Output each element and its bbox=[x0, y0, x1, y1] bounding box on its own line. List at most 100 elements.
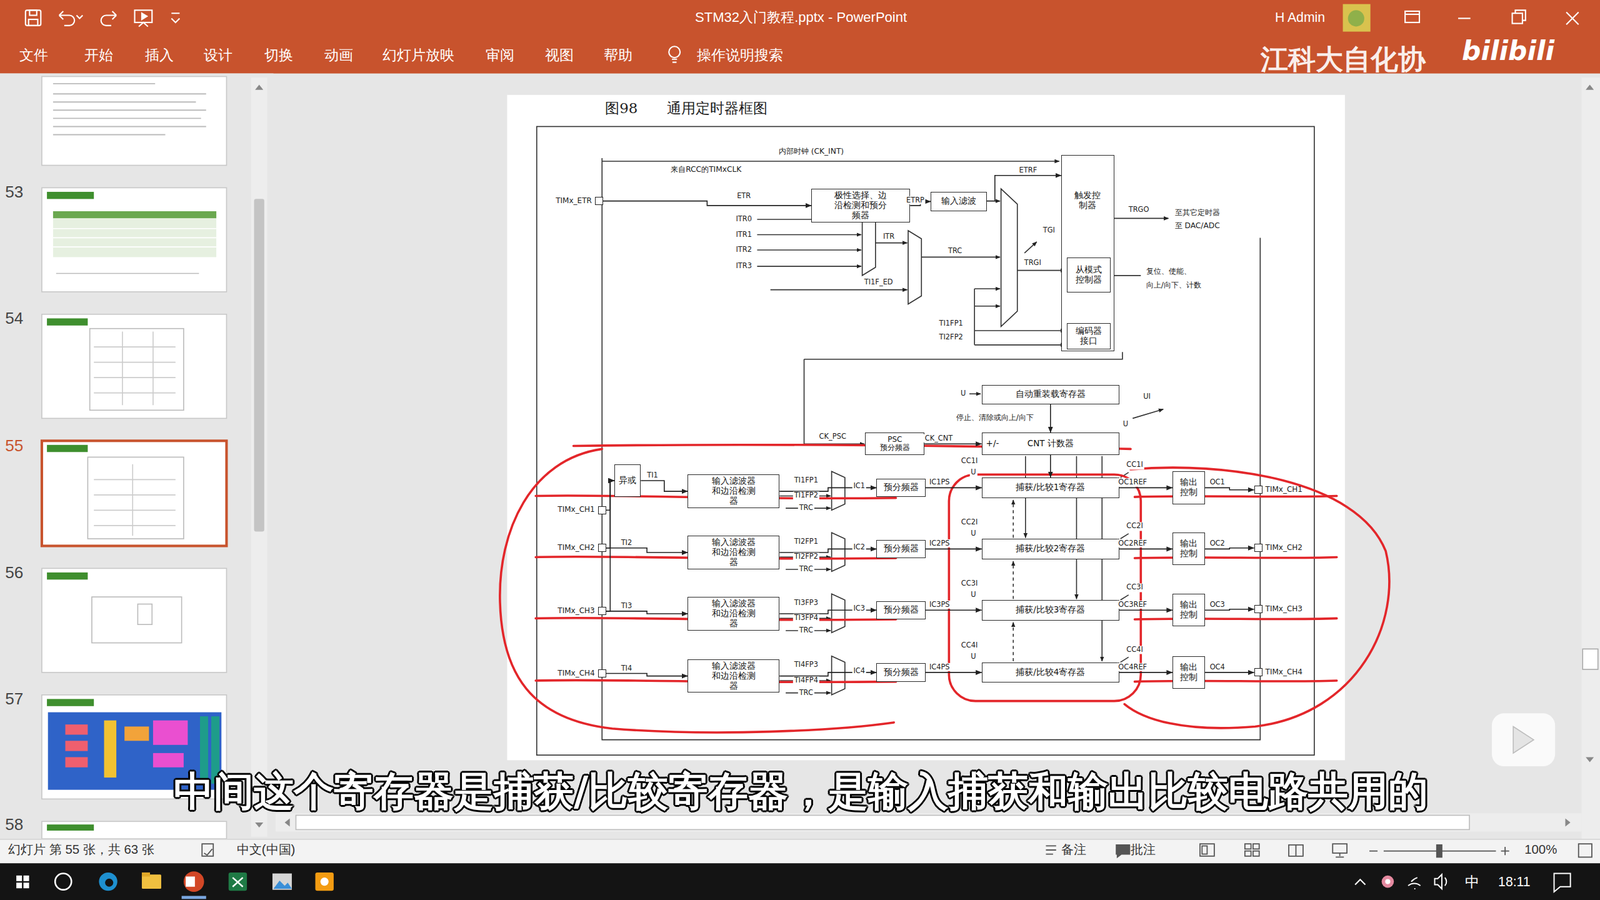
diagram-frame bbox=[536, 126, 1315, 755]
taskbar bbox=[320, 877, 329, 886]
connector-label: OC3 bbox=[1208, 600, 1227, 609]
status-icons bbox=[1332, 843, 1347, 854]
block-box: 预分频器 bbox=[876, 601, 925, 620]
taskbar bbox=[232, 877, 243, 887]
signal-label: U bbox=[969, 529, 977, 538]
video-play-overlay bbox=[1513, 726, 1534, 753]
toolbar-icons bbox=[171, 13, 180, 23]
box-text: CNT 计数器 bbox=[1027, 438, 1074, 449]
slide-thumbnails bbox=[0, 73, 274, 839]
signal-wires bbox=[756, 234, 862, 236]
ui-label: H Admin bbox=[1275, 10, 1325, 25]
taskbar bbox=[16, 875, 22, 882]
connector bbox=[924, 443, 982, 445]
box-text: 输入滤波器和边沿检测器 bbox=[707, 537, 760, 568]
signal-label: ITR1 bbox=[734, 230, 754, 239]
signal-label: TRGI bbox=[1023, 259, 1043, 268]
status-icons bbox=[1288, 845, 1304, 857]
block-box: PSC预分频器 bbox=[865, 432, 925, 455]
box-text: +/- bbox=[986, 438, 1000, 449]
ui-label: 中 bbox=[1465, 873, 1480, 890]
taskbar bbox=[55, 873, 72, 890]
box-text: 触发控制器 bbox=[1074, 190, 1102, 211]
taskbar bbox=[315, 872, 334, 891]
slide-thumbnails bbox=[46, 318, 88, 325]
ui-label: 53 bbox=[5, 182, 24, 202]
slide-thumbnails bbox=[254, 198, 265, 532]
slide-thumbnails bbox=[41, 76, 227, 165]
signal-label: CC2I bbox=[1125, 522, 1145, 531]
pin-terminal: TIMx_CH1 bbox=[598, 506, 607, 515]
taskbar bbox=[1381, 875, 1395, 889]
window-buttons bbox=[1512, 13, 1523, 24]
connector bbox=[606, 673, 689, 677]
connector bbox=[1119, 671, 1173, 674]
connector-label: OC3REF bbox=[1116, 600, 1149, 609]
taskbar bbox=[141, 874, 162, 889]
taskbar bbox=[272, 873, 292, 890]
connector-label: TI2 bbox=[620, 538, 634, 547]
connector-label: IC1 bbox=[851, 481, 867, 490]
ui-label: 100% bbox=[1524, 842, 1557, 857]
window-buttons bbox=[1515, 10, 1525, 20]
lightbulb-icon bbox=[671, 59, 677, 63]
pin-label: TIMx_ETR bbox=[555, 196, 592, 205]
status-icons bbox=[204, 848, 213, 855]
ui-label: 58 bbox=[5, 815, 24, 834]
signal-wires bbox=[756, 249, 862, 251]
slide-thumbnails bbox=[53, 228, 217, 247]
block-box: 捕获/比较3寄存器 bbox=[981, 600, 1120, 621]
window-buttons bbox=[1566, 12, 1579, 25]
taskbar bbox=[1554, 873, 1571, 892]
slide-thumbnails bbox=[53, 83, 207, 135]
status-icons bbox=[1200, 843, 1215, 857]
scrollbars bbox=[275, 77, 1600, 839]
toolbar-icons bbox=[25, 10, 180, 27]
signal-label: CC3I bbox=[1125, 583, 1145, 592]
slide-thumbnails bbox=[41, 187, 227, 292]
slide-thumbnails bbox=[56, 273, 200, 275]
signal-wires bbox=[770, 289, 908, 291]
signal-label: TI3FP3 bbox=[793, 598, 820, 607]
signal-label: TRC bbox=[798, 565, 815, 574]
ui-label: 文件 bbox=[19, 46, 49, 64]
slide-thumbnails bbox=[124, 726, 149, 741]
signal-wires bbox=[756, 265, 862, 267]
slide-thumbnails bbox=[153, 720, 189, 745]
signal-label: CC4I bbox=[960, 641, 980, 650]
signal-wires bbox=[601, 158, 1260, 740]
ui-label: 视图 bbox=[545, 46, 574, 64]
slide-thumbnails bbox=[53, 218, 217, 257]
user-avatar bbox=[1343, 4, 1371, 32]
slide-thumbnails bbox=[46, 572, 88, 580]
status-icons bbox=[201, 843, 1592, 857]
connector bbox=[1119, 548, 1173, 550]
connector bbox=[925, 487, 982, 489]
connector bbox=[1205, 487, 1254, 490]
taskbar bbox=[141, 872, 150, 877]
user-avatar bbox=[1343, 4, 1371, 32]
red-annotation bbox=[1135, 618, 1337, 620]
slide-thumbnails bbox=[93, 331, 176, 406]
block-box: 捕获/比较2寄存器 bbox=[981, 538, 1120, 560]
status-icons bbox=[201, 843, 214, 857]
signal-wires bbox=[1120, 595, 1129, 600]
signal-wires bbox=[1114, 275, 1141, 277]
pin-label: TIMx_CH2 bbox=[557, 543, 595, 552]
box-text: 输出控制 bbox=[1180, 662, 1199, 683]
connector bbox=[1205, 548, 1254, 550]
slide-thumbnails bbox=[65, 724, 88, 735]
connector bbox=[606, 611, 689, 614]
signal-label: ITR2 bbox=[734, 245, 754, 254]
taskbar bbox=[105, 878, 114, 887]
signal-label: U bbox=[1121, 420, 1130, 429]
signal-label: U bbox=[969, 653, 977, 662]
taskbar bbox=[0, 863, 1600, 900]
block-box: 输入滤波器和边沿检测器 bbox=[687, 474, 780, 509]
connector-label: ETRF bbox=[1018, 166, 1039, 175]
taskbar bbox=[181, 895, 207, 899]
ui-label: 55 bbox=[5, 436, 24, 455]
ui-label: 57 bbox=[5, 689, 24, 709]
